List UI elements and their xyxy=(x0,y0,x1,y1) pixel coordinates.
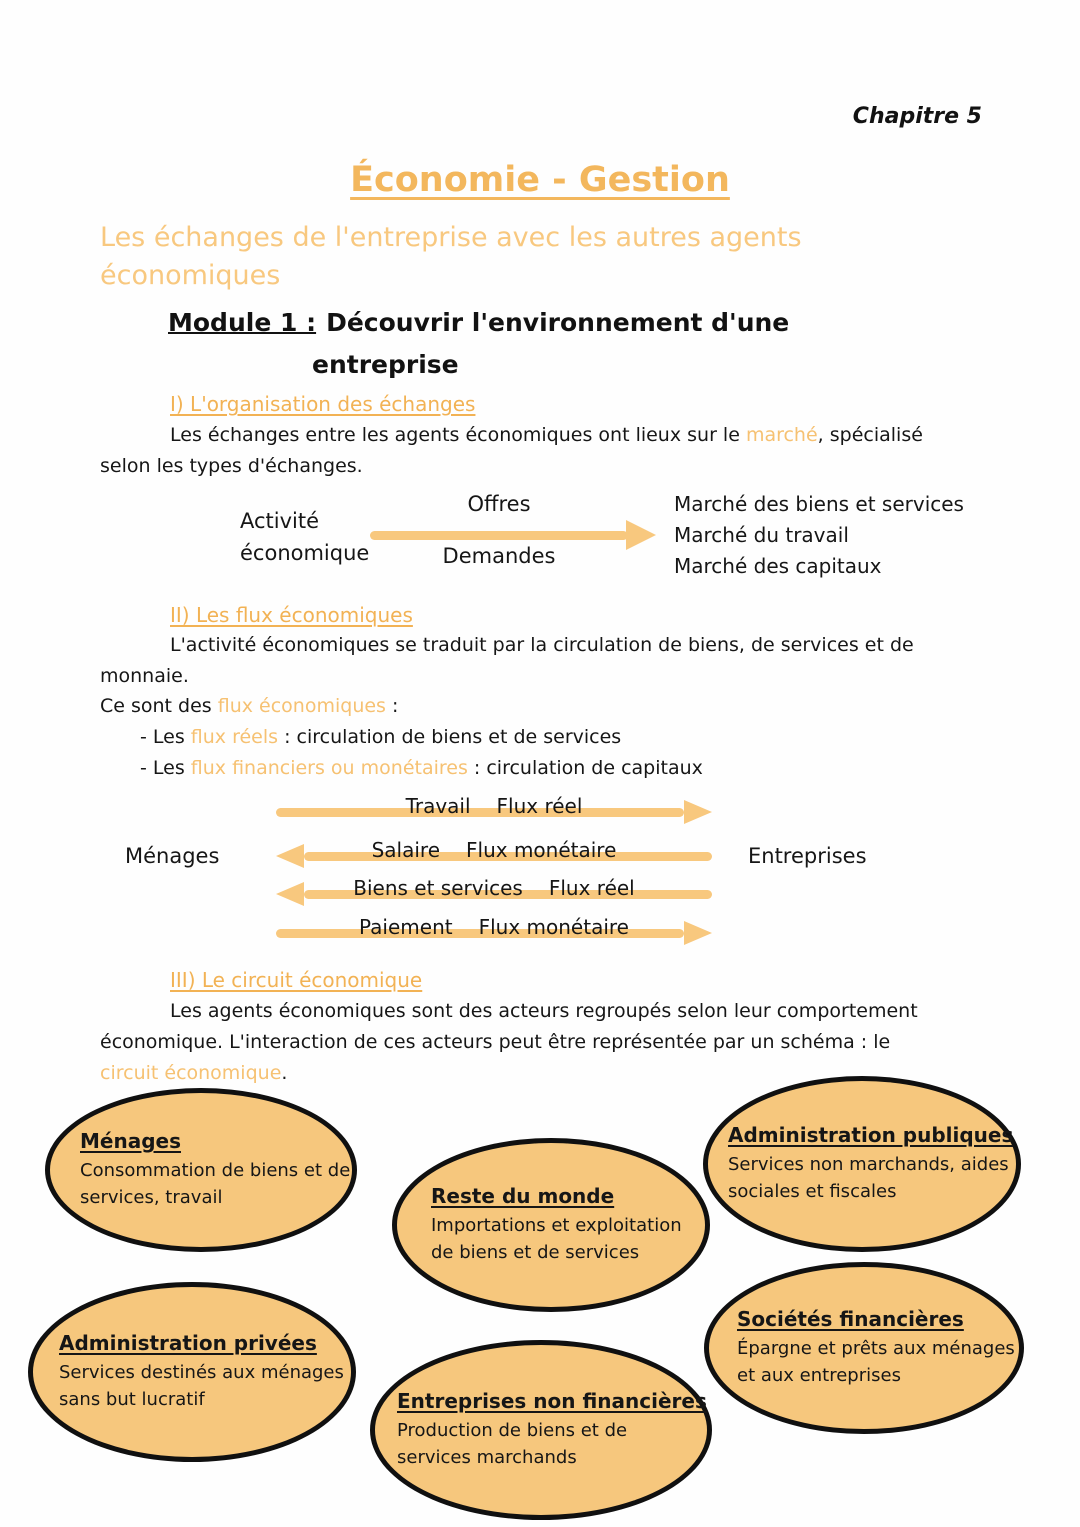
circuit-ellipse-administration-privees: Administration privées Services destinés… xyxy=(28,1282,356,1462)
ellipse-text-line: Consommation de biens et de xyxy=(80,1160,351,1181)
flow-type: Flux monétaire xyxy=(466,838,617,862)
text-run: Ce sont des xyxy=(100,695,218,717)
section-3-paragraph-line-1: Les agents économiques sont des acteurs … xyxy=(170,1000,918,1022)
right-arrow-icon xyxy=(276,800,712,824)
section-2-bullet-1: - Les flux réels : circulation de biens … xyxy=(140,726,621,748)
ellipse-text-line: Services destinés aux ménages xyxy=(59,1362,344,1383)
flow-text: Biens et services Flux réel xyxy=(268,876,720,900)
flow-type: Flux réel xyxy=(548,876,635,900)
ellipse-title: Administration privées xyxy=(59,1331,317,1355)
section-2-heading: II) Les flux économiques xyxy=(170,603,413,627)
ellipse-title: Sociétés financières xyxy=(737,1307,964,1331)
highlight-flux-financiers: flux financiers ou monétaires xyxy=(190,757,468,779)
highlight-circuit-economique: circuit économique xyxy=(100,1062,282,1084)
ellipse-title: Ménages xyxy=(80,1129,181,1153)
flow-salaire: Salaire Flux monétaire xyxy=(268,836,720,872)
ellipse-text-line: et aux entreprises xyxy=(737,1365,901,1386)
flow-travail: Travail Flux réel xyxy=(268,792,720,828)
circuit-ellipse-menages: Ménages Consommation de biens et de serv… xyxy=(45,1088,357,1252)
page-subtitle: Les échanges de l'entreprise avec les au… xyxy=(100,222,802,292)
diagram2-menages-label: Ménages xyxy=(125,844,220,868)
left-arrow-icon xyxy=(276,882,712,906)
left-arrow-icon xyxy=(276,844,712,868)
ellipse-text-line: Production de biens et de xyxy=(397,1420,628,1441)
text-run: . xyxy=(281,1062,288,1084)
text-run: , spécialisé xyxy=(817,424,923,446)
page-title: Économie - Gestion xyxy=(350,160,730,200)
ellipse-text-line: de biens et de services xyxy=(431,1242,640,1263)
diagram1-source-line2: économique xyxy=(240,540,370,565)
circuit-ellipse-reste-du-monde: Reste du monde Importations et exploitat… xyxy=(392,1138,710,1312)
section-3-heading: III) Le circuit économique xyxy=(170,968,423,992)
text-run: - Les xyxy=(140,757,191,779)
text-run: - Les xyxy=(140,726,191,748)
text-run: : xyxy=(385,695,399,717)
flow-text: Paiement Flux monétaire xyxy=(268,915,720,939)
ellipse-text-line: services, travail xyxy=(80,1187,223,1208)
market-item: Marché du travail xyxy=(674,523,849,547)
section-1-heading: I) L'organisation des échanges xyxy=(170,392,476,416)
diagram1-demandes-label: Demandes xyxy=(442,544,556,568)
flow-type: Flux monétaire xyxy=(478,915,629,939)
ellipse-text-line: Importations et exploitation xyxy=(431,1215,682,1236)
text-run: : circulation de biens et de services xyxy=(278,726,622,748)
diagram2-entreprises-label: Entreprises xyxy=(748,844,867,868)
diagram1-offres-label: Offres xyxy=(467,492,531,516)
ellipse-text-line: services marchands xyxy=(397,1447,577,1468)
section-3-paragraph-line-3: circuit économique. xyxy=(100,1062,287,1084)
module-heading: Module 1 : Découvrir l'environnement d'un… xyxy=(168,308,789,337)
flow-biens-services: Biens et services Flux réel xyxy=(268,874,720,910)
text-run: : circulation de capitaux xyxy=(467,757,703,779)
right-arrow-icon xyxy=(276,921,712,945)
module-title-line2: entreprise xyxy=(312,350,459,379)
circuit-ellipse-administration-publiques: Administration publiques Services non ma… xyxy=(703,1076,1021,1252)
section-3-paragraph-line-2: économique. L'interaction de ces acteurs… xyxy=(100,1031,891,1053)
flow-type: Flux réel xyxy=(496,794,583,818)
flow-label: Paiement xyxy=(359,915,453,939)
circuit-ellipse-entreprises-non-financieres: Entreprises non financières Production d… xyxy=(370,1340,712,1520)
ellipse-text-line: sans but lucratif xyxy=(59,1389,205,1410)
section-2-paragraph-line-1: L'activité économiques se traduit par la… xyxy=(170,634,914,656)
market-item: Marché des capitaux xyxy=(674,554,882,578)
flow-label: Biens et services xyxy=(353,876,523,900)
ellipse-title: Reste du monde xyxy=(431,1184,615,1208)
diagram1-market-list: Marché des biens et services Marché du t… xyxy=(674,489,964,582)
highlight-flux-reels: flux réels xyxy=(190,726,279,748)
market-item: Marché des biens et services xyxy=(674,492,964,516)
ellipse-text-line: sociales et fiscales xyxy=(728,1181,897,1202)
section-1-paragraph-line-1: Les échanges entre les agents économique… xyxy=(170,424,923,446)
section-1-paragraph-line-2: selon les types d'échanges. xyxy=(100,455,363,477)
chapter-label: Chapitre 5 xyxy=(852,104,982,129)
highlight-marche: marché xyxy=(745,424,818,446)
flow-label: Travail xyxy=(405,794,471,818)
module-label: Module 1 : xyxy=(168,308,317,337)
module-title: Découvrir l'environnement d'une xyxy=(326,308,790,337)
section-2-paragraph-line-2: monnaie. xyxy=(100,665,189,687)
section-2-paragraph-line-3: Ce sont des flux économiques : xyxy=(100,695,398,717)
right-arrow-icon xyxy=(370,520,656,550)
highlight-flux-economiques: flux économiques xyxy=(217,695,386,717)
circuit-ellipse-societes-financieres: Sociétés financières Épargne et prêts au… xyxy=(704,1262,1024,1434)
text-run: Les échanges entre les agents économique… xyxy=(170,424,746,446)
flow-text: Travail Flux réel xyxy=(268,794,720,818)
flow-paiement: Paiement Flux monétaire xyxy=(268,913,720,949)
diagram1-source-label: Activité économique xyxy=(240,506,369,569)
ellipse-title: Entreprises non financières xyxy=(397,1389,707,1413)
ellipse-title: Administration publiques xyxy=(728,1123,1014,1147)
flow-text: Salaire Flux monétaire xyxy=(268,838,720,862)
ellipse-text-line: Services non marchands, aides xyxy=(728,1154,1009,1175)
diagram1-source-line1: Activité xyxy=(240,509,320,533)
ellipse-text-line: Épargne et prêts aux ménages xyxy=(737,1338,1015,1359)
section-2-bullet-2: - Les flux financiers ou monétaires : ci… xyxy=(140,757,703,779)
flow-label: Salaire xyxy=(371,838,441,862)
